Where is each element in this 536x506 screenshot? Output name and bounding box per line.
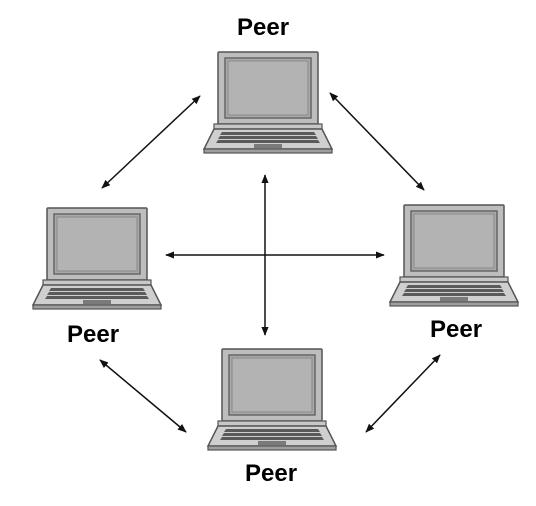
laptop-icon-bottom [207,348,337,451]
arrow-top-left [101,95,201,189]
arrow-bottom-left [99,359,187,433]
arrow-bottom-right [365,354,441,433]
arrow-top-right [329,92,425,191]
peer-label-left: Peer [67,321,120,348]
laptop-icon-right [389,204,519,307]
peer-label-right: Peer [430,316,483,343]
peer-label-top: Peer [237,14,290,41]
laptop-icon-top [203,51,333,154]
laptop-icon-left [32,207,162,310]
peer-label-bottom: Peer [245,460,298,487]
